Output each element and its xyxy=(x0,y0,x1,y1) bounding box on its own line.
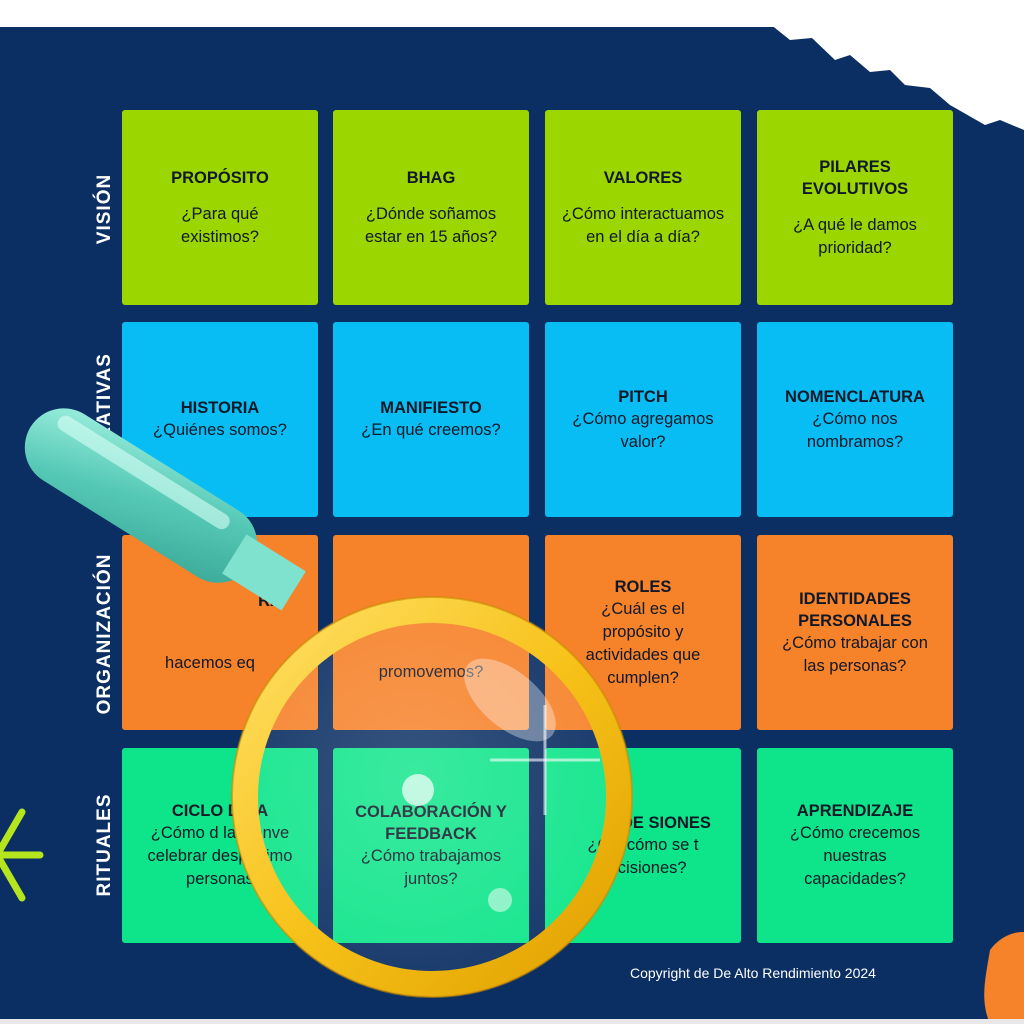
card-question: ¿Cómo crecemos nuestras capacidades? xyxy=(789,824,921,888)
card-question: ¿Dónde soñamos estar en 15 años? xyxy=(364,204,498,246)
card-title: CICLO D DA xyxy=(171,802,269,820)
card-pitch: PITCH ¿Cómo agregamos valor? xyxy=(545,322,741,517)
row-label-vision: VISIÓN xyxy=(94,173,115,245)
card-ciclo-de-vida: CICLO D DA ¿Cómo d la bienve celebrar de… xyxy=(122,748,318,943)
card-question: ¿En qué creemos? xyxy=(361,421,501,439)
card-toma-de-decisiones: A DE SIONES ¿C y cómo se t decisiones? xyxy=(545,748,741,943)
card-nomenclatura: NOMENCLATURA ¿Cómo nos nombramos? xyxy=(757,322,953,517)
card-question: ¿Cómo d la bienve celebrar despedimo per… xyxy=(147,824,293,888)
card-title: RA xyxy=(258,592,282,610)
copyright-text: Copyright de De Alto Rendimiento 2024 xyxy=(630,965,876,981)
card-cultura: promovemos? xyxy=(333,535,529,730)
canvas-board: VISIÓN NARRATIVAS ORGANIZACIÓN RITUALES … xyxy=(0,27,1024,1019)
card-roles: ROLES ¿Cuál es el propósito y actividade… xyxy=(545,535,741,730)
card-manifiesto: MANIFIESTO ¿En qué creemos? xyxy=(333,322,529,517)
card-title: IDENTIDADES PERSONALES xyxy=(798,589,912,630)
card-title: APRENDIZAJE xyxy=(796,802,914,820)
card-title: ROLES xyxy=(614,577,672,596)
card-estructura: RA hacemos eq xyxy=(122,535,318,730)
sparkle-logo-icon xyxy=(0,808,44,902)
card-question: ¿Cómo agregamos valor? xyxy=(572,409,714,451)
card-title: PILARES EVOLUTIVOS xyxy=(801,157,909,198)
card-question: ¿Quiénes somos? xyxy=(153,421,287,439)
card-title: MANIFIESTO xyxy=(380,399,482,417)
card-historia: HISTORIA ¿Quiénes somos? xyxy=(122,322,318,517)
card-question: ¿Cómo interactuamos en el día a día? xyxy=(561,204,725,246)
card-title: BHAG xyxy=(406,168,456,187)
card-question: ¿Cómo trabajamos juntos? xyxy=(360,846,502,888)
card-title: PROPÓSITO xyxy=(171,168,269,187)
card-title: NOMENCLATURA xyxy=(785,387,925,406)
card-valores: VALORES ¿Cómo interactuamos en el día a … xyxy=(545,110,741,305)
card-question: ¿A qué le damos prioridad? xyxy=(793,215,917,257)
card-title: PITCH xyxy=(618,387,668,406)
card-colaboracion-feedback: COLABORACIÓN Y FEEDBACK ¿Cómo trabajamos… xyxy=(333,748,529,943)
card-question: hacemos eq xyxy=(165,654,255,672)
card-identidades-personales: IDENTIDADES PERSONALES ¿Cómo trabajar co… xyxy=(757,535,953,730)
card-title: A DE SIONES xyxy=(605,813,711,832)
card-question: ¿Cómo trabajar con las personas? xyxy=(782,633,928,675)
card-question: ¿C y cómo se t decisiones? xyxy=(587,835,699,877)
row-label-narrativas: NARRATIVAS xyxy=(94,353,115,485)
card-proposito: PROPÓSITO ¿Para qué existimos? xyxy=(122,110,318,305)
card-question: ¿Cómo nos nombramos? xyxy=(806,409,904,451)
row-label-rituales: RITUALES xyxy=(94,793,115,897)
card-question: promovemos? xyxy=(378,663,484,681)
card-title: VALORES xyxy=(603,168,683,187)
card-title: HISTORIA xyxy=(180,399,260,417)
row-label-organizacion: ORGANIZACIÓN xyxy=(94,553,115,715)
card-bhag: BHAG ¿Dónde soñamos estar en 15 años? xyxy=(333,110,529,305)
card-question: ¿Cuál es el propósito y actividades que … xyxy=(585,599,701,687)
card-question: ¿Para qué existimos? xyxy=(181,204,259,246)
card-aprendizaje: APRENDIZAJE ¿Cómo crecemos nuestras capa… xyxy=(757,748,953,943)
card-pilares-evolutivos: PILARES EVOLUTIVOS ¿A qué le damos prior… xyxy=(757,110,953,305)
card-title: COLABORACIÓN Y FEEDBACK xyxy=(355,802,507,843)
